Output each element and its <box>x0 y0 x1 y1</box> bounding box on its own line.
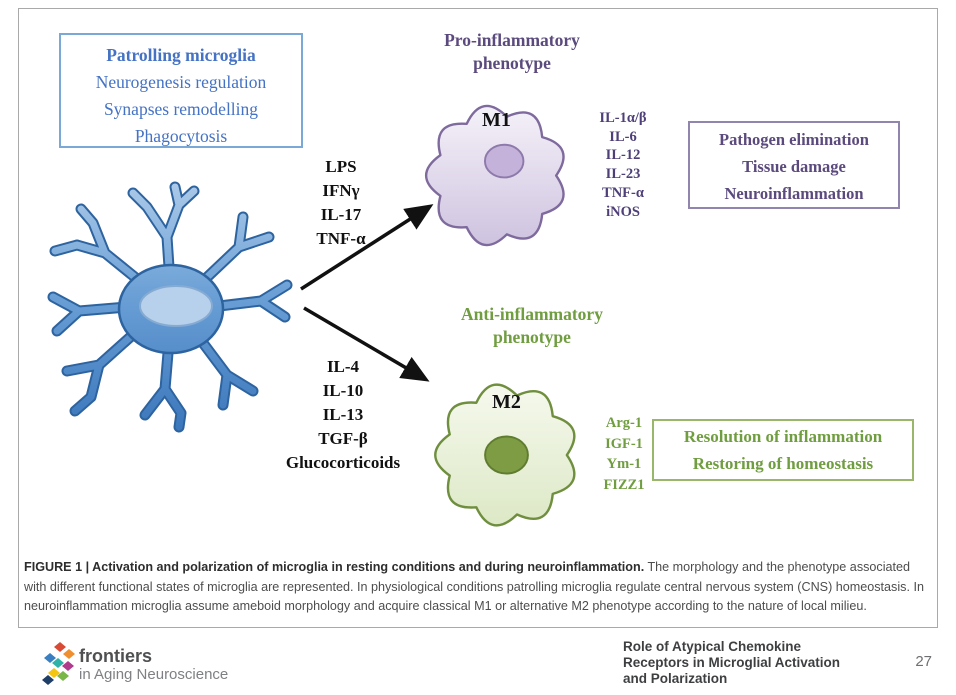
microglia-nucleus <box>139 285 213 327</box>
m1-stimulus: TNF-α <box>316 229 366 248</box>
m2-marker: Arg-1 <box>605 415 643 431</box>
frontiers-logo <box>42 641 76 685</box>
running-title-line: and Polarization <box>623 671 728 686</box>
microglia-branches-fill <box>49 183 291 431</box>
m2-stimulus: IL-13 <box>322 405 364 424</box>
m2-stimuli-list: IL-4 IL-10 IL-13 TGF-β Glucocorticoids <box>263 355 423 475</box>
journal-subtitle: in Aging Neuroscience <box>79 666 229 683</box>
m1-marker: iNOS <box>606 203 640 220</box>
m1-outcome: Tissue damage <box>742 157 846 176</box>
m2-marker: Ym-1 <box>606 456 642 472</box>
m2-stimulus: TGF-β <box>318 429 368 448</box>
m2-outcome: Resolution of inflammation <box>683 427 883 446</box>
m2-marker: FIZZ1 <box>603 476 645 493</box>
m2-cell-label: M2 <box>492 391 521 413</box>
m1-marker: IL-23 <box>605 166 641 183</box>
running-title-line: Receptors in Microglial Activation <box>623 655 841 670</box>
journal-name-block: frontiers in Aging Neuroscience <box>79 647 228 684</box>
anti-inflammatory-title: Anti-inflammatory phenotype <box>461 304 603 347</box>
m1-stimulus: IL-17 <box>320 205 362 224</box>
m1-stimulus: IFNγ <box>322 181 360 200</box>
m2-nucleus <box>484 435 529 475</box>
resting-microglia-illustration <box>29 179 314 434</box>
running-title-line: Role of Atypical Chemokine <box>623 639 802 654</box>
m1-stimulus: LPS <box>325 157 357 176</box>
microglia-cell-svg <box>47 181 293 433</box>
patrolling-box-title: Patrolling microglia <box>106 45 256 65</box>
m1-outcome: Neuroinflammation <box>724 184 864 203</box>
figure-frame: Patrolling microglia Neurogenesis regula… <box>18 8 938 628</box>
m2-stimulus: Glucocorticoids <box>285 453 401 472</box>
m2-outcomes-box: Resolution of inflammation Restoring of … <box>652 419 914 481</box>
m2-cell-illustration: M2 <box>414 363 599 548</box>
m1-marker: IL-6 <box>609 128 637 145</box>
frontiers-logo-icon <box>42 642 75 685</box>
page-number: 27 <box>915 653 932 670</box>
m1-cell-svg <box>424 104 565 247</box>
patrolling-box-line: Synapses remodelling <box>103 99 259 119</box>
m1-cell-label: M1 <box>482 109 511 131</box>
m1-outcomes-box: Pathogen elimination Tissue damage Neuro… <box>688 121 900 209</box>
m1-marker: TNF-α <box>602 184 644 201</box>
m2-marker: IGF-1 <box>605 435 643 452</box>
m1-cell-illustration: M1 <box>404 87 589 265</box>
patrolling-functions-box: Patrolling microglia Neurogenesis regula… <box>59 33 303 148</box>
m1-marker: IL-12 <box>605 147 641 164</box>
figure-caption-body: The morphology and the phenotype associa… <box>24 560 924 613</box>
patrolling-box-line: Phagocytosis <box>134 126 228 146</box>
figure-caption-label: FIGURE 1 | Activation and polarization o… <box>24 560 645 574</box>
m2-stimulus: IL-10 <box>322 381 364 400</box>
m1-markers-list: IL-1α/β IL-6 IL-12 IL-23 TNF-α iNOS <box>573 109 673 221</box>
m2-outcome: Restoring of homeostasis <box>692 454 874 473</box>
figure-caption: FIGURE 1 | Activation and polarization o… <box>24 558 934 617</box>
m1-stimuli-list: LPS IFNγ IL-17 TNF-α <box>281 155 401 251</box>
m1-nucleus <box>483 143 525 179</box>
m2-markers-list: Arg-1 IGF-1 Ym-1 FIZZ1 <box>574 413 674 495</box>
m1-marker: IL-1α/β <box>599 110 647 126</box>
m1-outcome: Pathogen elimination <box>719 130 869 149</box>
pro-inflammatory-title: Pro-inflammatory phenotype <box>444 30 580 73</box>
m2-cell-svg <box>434 383 576 527</box>
running-title: Role of Atypical Chemokine Receptors in … <box>623 639 893 687</box>
m2-stimulus: IL-4 <box>326 357 360 376</box>
journal-name: frontiers <box>79 646 153 666</box>
patrolling-box-line: Neurogenesis regulation <box>95 72 267 92</box>
